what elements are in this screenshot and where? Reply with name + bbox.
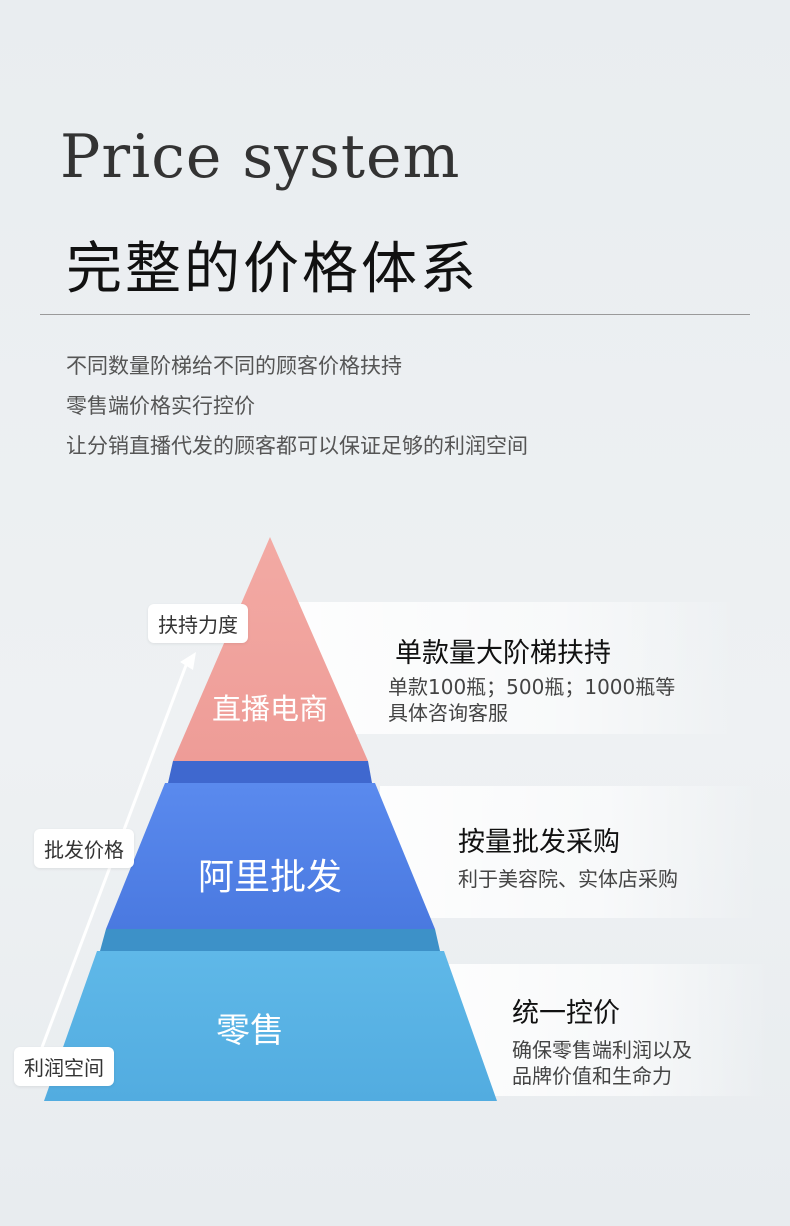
description-line: 让分销直播代发的顾客都可以保证足够的利润空间: [66, 434, 528, 458]
tier-band-top: [298, 602, 738, 734]
tier-band-middle: [380, 786, 760, 918]
pyramid-tier-middle: [106, 783, 435, 929]
tier-sub-line: 单款100瓶；500瓶；1000瓶等: [388, 675, 676, 699]
tier-sub-line: 利于美容院、实体店采购: [458, 867, 678, 891]
tier-label-top: 直播电商: [211, 692, 328, 726]
tier-band-bottom: [440, 964, 770, 1096]
title-english: Price system: [60, 122, 461, 192]
pyramid-bevel: [168, 761, 372, 783]
description-line: 不同数量阶梯给不同的顾客价格扶持: [66, 354, 402, 378]
description-line: 零售端价格实行控价: [66, 394, 255, 418]
tag-profit-space: 利润空间: [14, 1047, 114, 1086]
pyramid-tier-bottom: [44, 951, 497, 1101]
tier-sub-line: 确保零售端利润以及: [512, 1038, 692, 1062]
tier-sub-middle: 利于美容院、实体店采购: [458, 866, 678, 892]
tier-title-middle: 按量批发采购: [458, 827, 620, 858]
tier-label-middle: 阿里批发: [197, 857, 342, 898]
tier-sub-line: 具体咨询客服: [388, 701, 508, 725]
tier-title-top: 单款量大阶梯扶持: [395, 638, 611, 669]
tier-label-bottom: 零售: [216, 1011, 284, 1051]
tier-sub-bottom: 确保零售端利润以及 品牌价值和生命力: [512, 1037, 692, 1089]
arrow-head-icon: [180, 652, 196, 670]
tier-sub-line: 品牌价值和生命力: [512, 1064, 672, 1088]
tag-wholesale-price: 批发价格: [34, 829, 134, 868]
description: 不同数量阶梯给不同的顾客价格扶持 零售端价格实行控价 让分销直播代发的顾客都可以…: [66, 346, 528, 466]
divider: [40, 314, 750, 315]
title-chinese: 完整的价格体系: [66, 237, 479, 302]
pyramid-tier-top: [173, 537, 368, 761]
pyramid-bevel: [100, 929, 440, 951]
tier-title-bottom: 统一控价: [512, 998, 620, 1029]
tag-support-strength: 扶持力度: [148, 604, 248, 643]
tier-sub-top: 单款100瓶；500瓶；1000瓶等 具体咨询客服: [388, 674, 675, 726]
